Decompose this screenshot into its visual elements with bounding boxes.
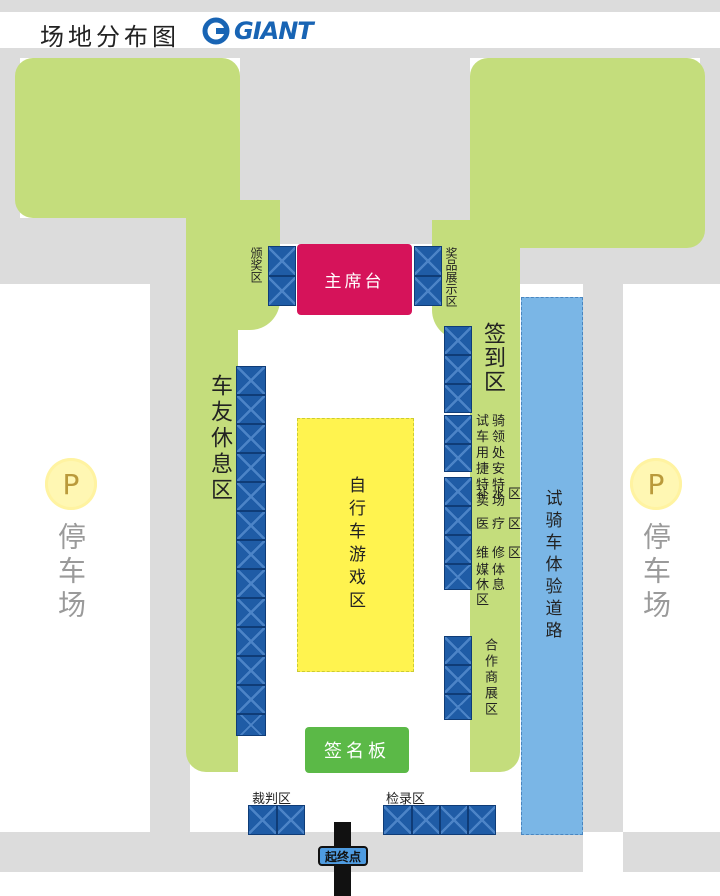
- repair-area-label: 维修区: [476, 546, 525, 561]
- signin-tent-1: [444, 326, 472, 355]
- rest-tent-13: [236, 714, 266, 736]
- bottom-road-right: [623, 832, 720, 872]
- green-area-top-right: [470, 58, 705, 248]
- partner-tent-2: [444, 665, 472, 694]
- cross-road-left: [0, 218, 190, 284]
- rest-tent-9: [236, 598, 266, 627]
- referee-tent-1: [248, 805, 277, 835]
- green-strip-left-lower: [186, 300, 238, 772]
- award-tent-2: [268, 276, 296, 306]
- parking-label-right: 停车场: [639, 522, 672, 624]
- rest-tent-4: [236, 453, 266, 482]
- booth-tent-6: [444, 564, 472, 590]
- checkin-tent-3: [440, 805, 468, 835]
- referee-tent-2: [277, 805, 305, 835]
- signature-board: 签名板: [305, 727, 409, 773]
- main-stage: 主席台: [297, 244, 412, 315]
- green-area-top-left: [15, 58, 240, 218]
- start-finish-label: 起终点: [324, 849, 361, 864]
- checkin-tent-1: [383, 805, 412, 835]
- check-in-label: 检录区: [386, 792, 426, 807]
- media-rest-label: 媒体休息区: [476, 563, 509, 608]
- checkin-tent-4: [468, 805, 496, 835]
- signin-tent-2: [444, 355, 472, 384]
- award-area-label: 颁奖区: [249, 247, 263, 283]
- test-ride-road: 试骑车体验道路: [521, 297, 583, 835]
- test-ride-booth-label: 试骑车领用处捷安特特卖场: [476, 414, 509, 509]
- partner-tent-3: [444, 694, 472, 720]
- partner-area-label: 合作商展区: [482, 638, 497, 718]
- giant-logo: GIANT: [202, 14, 314, 48]
- giant-logo-text: GIANT: [234, 17, 314, 45]
- bicycle-game-area: 自行车游戏区: [297, 418, 414, 672]
- booth-tent-4: [444, 506, 472, 535]
- bicycle-game-label: 自行车游戏区: [345, 476, 365, 614]
- header-divider: [0, 48, 720, 58]
- rest-tent-11: [236, 656, 266, 685]
- main-road-right: [700, 58, 720, 256]
- rest-tent-12: [236, 685, 266, 714]
- rest-tent-7: [236, 540, 266, 569]
- start-finish-marker: 起终点: [318, 846, 368, 866]
- giant-logo-icon: [202, 17, 230, 45]
- test-ride-road-label: 试骑车体验道路: [541, 489, 562, 643]
- green-strip-right-lower: [470, 320, 520, 772]
- parking-road-left: [150, 284, 190, 832]
- signin-tent-3: [444, 384, 472, 413]
- checkin-tent-2: [412, 805, 440, 835]
- parking-icon-right: P: [630, 458, 682, 510]
- parking-icon-left: P: [45, 458, 97, 510]
- rest-tent-10: [236, 627, 266, 656]
- rest-tent-6: [236, 511, 266, 540]
- partner-tent-1: [444, 636, 472, 665]
- sign-in-label: 签到区: [480, 322, 505, 394]
- parking-symbol-left: P: [62, 467, 80, 501]
- booth-tent-3: [444, 477, 472, 506]
- prize-tent-2: [414, 276, 442, 306]
- signature-board-label: 签名板: [324, 741, 390, 762]
- rider-rest-label: 车友休息区: [207, 374, 232, 504]
- booth-tent-5: [444, 535, 472, 564]
- parking-road-right: [583, 284, 623, 832]
- top-road-strip: [0, 0, 720, 12]
- rest-tent-1: [236, 366, 266, 395]
- rest-tent-2: [236, 395, 266, 424]
- award-tent-1: [268, 246, 296, 276]
- parking-symbol-right: P: [647, 467, 665, 501]
- booth-tent-1: [444, 415, 472, 444]
- referee-area-label: 裁判区: [252, 792, 292, 807]
- main-stage-label: 主席台: [324, 272, 385, 292]
- medical-area-label: 医疗区: [476, 517, 525, 532]
- rest-tent-8: [236, 569, 266, 598]
- rest-tent-3: [236, 424, 266, 453]
- rest-tent-5: [236, 482, 266, 511]
- map-title: 场地分布图: [40, 23, 180, 51]
- booth-tent-2: [444, 444, 472, 472]
- prize-display-label: 奖品展示区: [444, 247, 458, 307]
- prize-tent-1: [414, 246, 442, 276]
- parking-label-left: 停车场: [54, 522, 87, 624]
- water-area-label: 补水区: [476, 487, 525, 502]
- bottom-road: [0, 832, 583, 872]
